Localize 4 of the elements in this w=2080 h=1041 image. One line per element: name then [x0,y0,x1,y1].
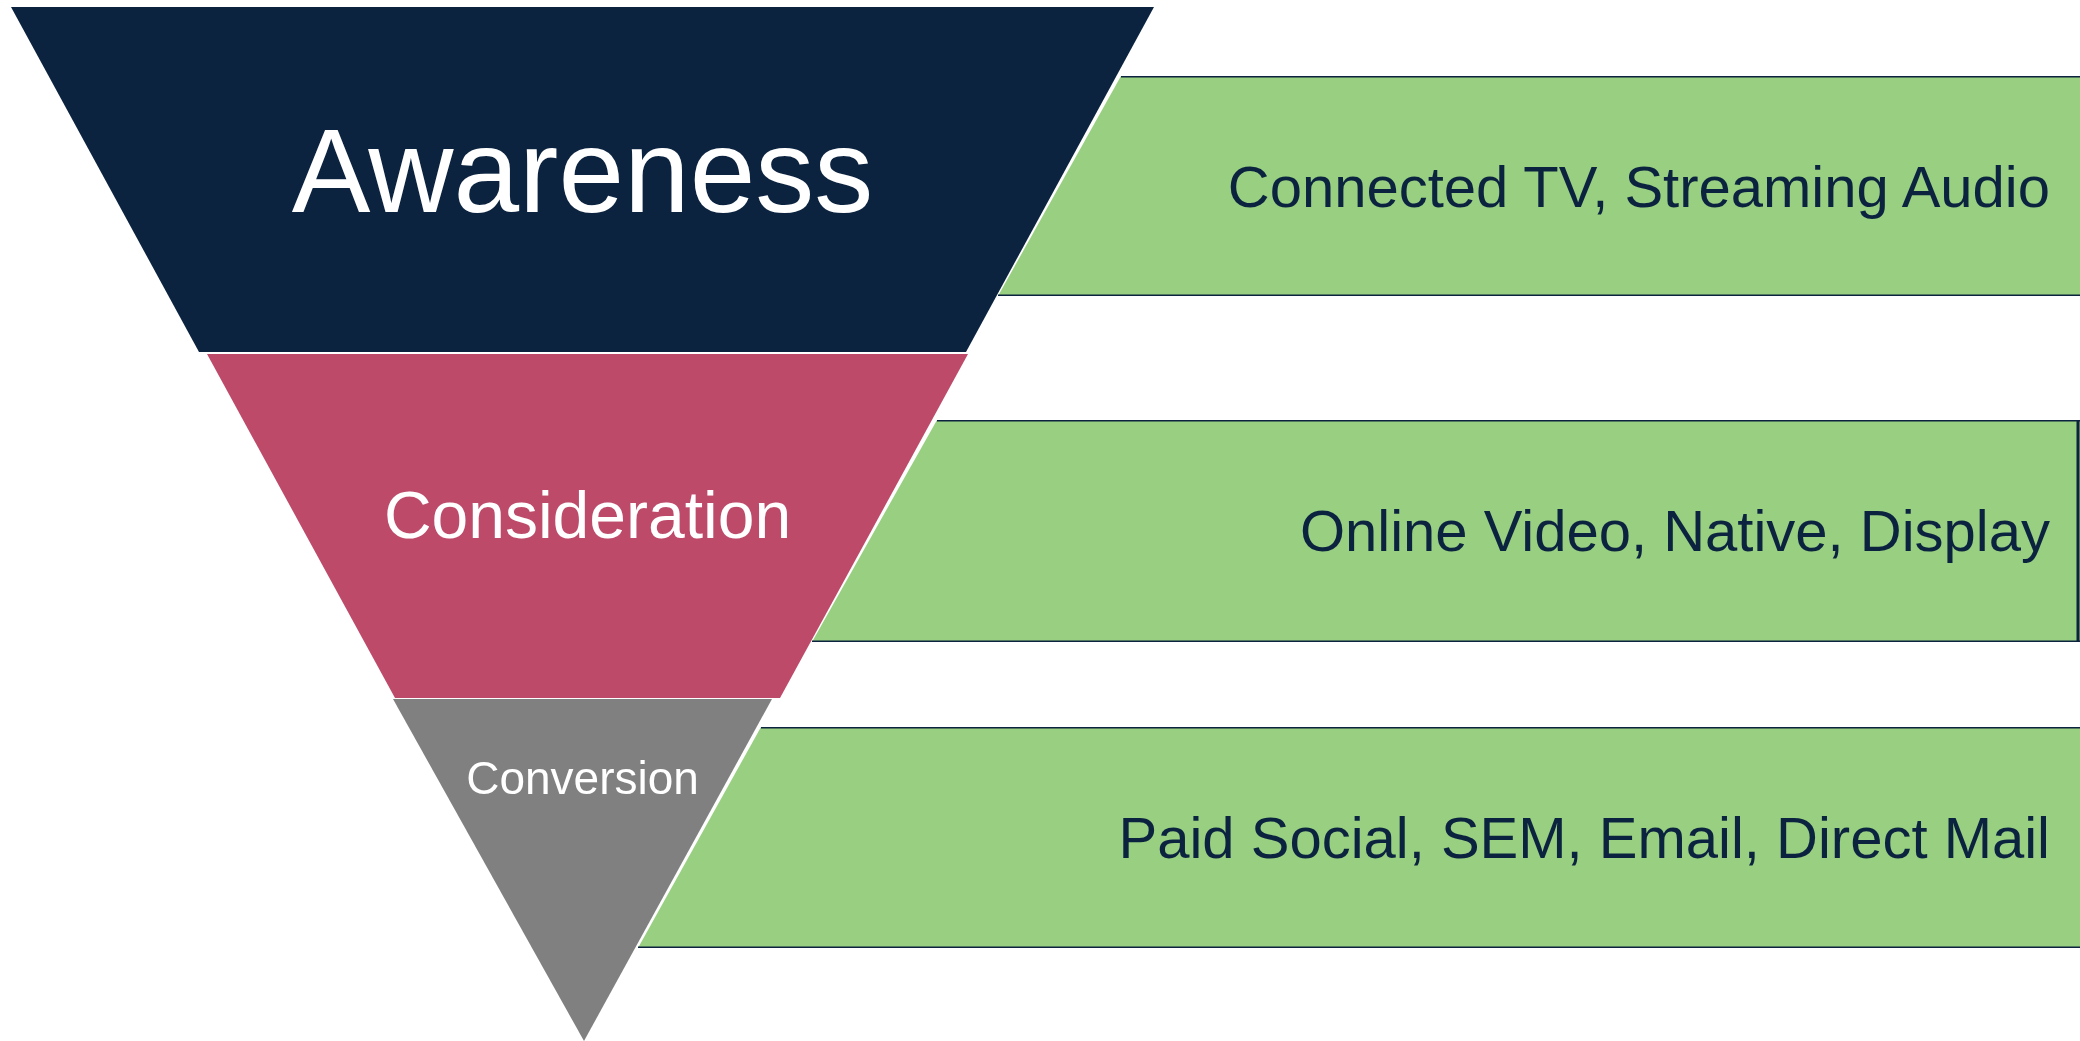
channel-list: Paid Social, SEM, Email, Direct Mail [1118,809,2050,867]
stage-label: Consideration [382,482,793,548]
stage-label: Conversion [465,755,700,801]
stage-label: Awareness [290,112,875,230]
